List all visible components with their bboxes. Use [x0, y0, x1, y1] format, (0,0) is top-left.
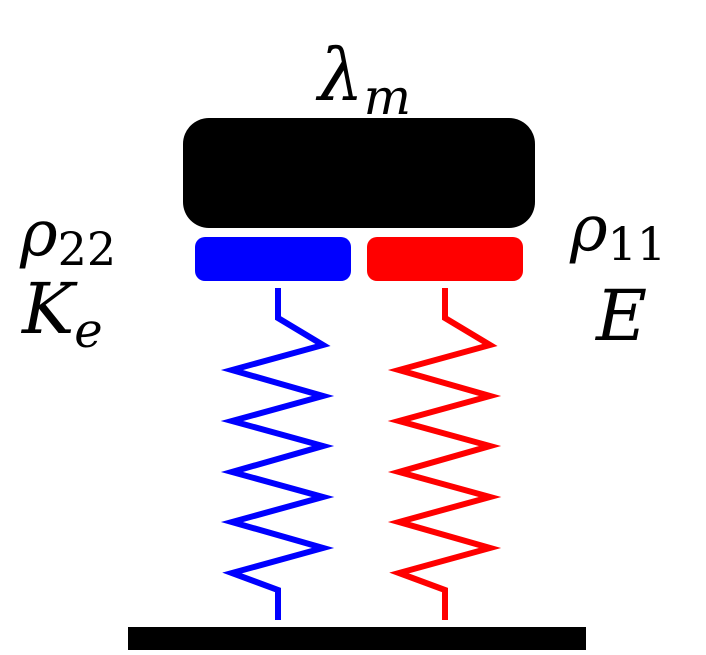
ground-bar	[128, 627, 586, 650]
right-spring	[387, 288, 502, 620]
left-stiffness-sub: e	[74, 303, 102, 359]
mass-label: λm	[315, 33, 411, 126]
mass-label-sub: m	[364, 68, 411, 126]
left-stiffness-main: K	[20, 268, 78, 350]
left-density-sub: 22	[58, 222, 117, 276]
right-density-label: ρ11	[569, 192, 666, 271]
left-spring	[220, 288, 335, 620]
left-stiffness-label: Ke	[20, 268, 103, 359]
right-spring-pad	[367, 237, 523, 281]
mass-block	[183, 118, 535, 228]
left-density-label: ρ22	[19, 197, 116, 276]
left-density-main: ρ	[19, 197, 58, 271]
left-spring-pad	[195, 237, 351, 281]
right-modulus-label: E	[594, 275, 647, 357]
mass-label-main: λ	[315, 33, 364, 117]
right-density-main: ρ	[569, 192, 608, 266]
right-density-sub: 11	[608, 217, 667, 271]
right-modulus-main: E	[594, 275, 647, 357]
